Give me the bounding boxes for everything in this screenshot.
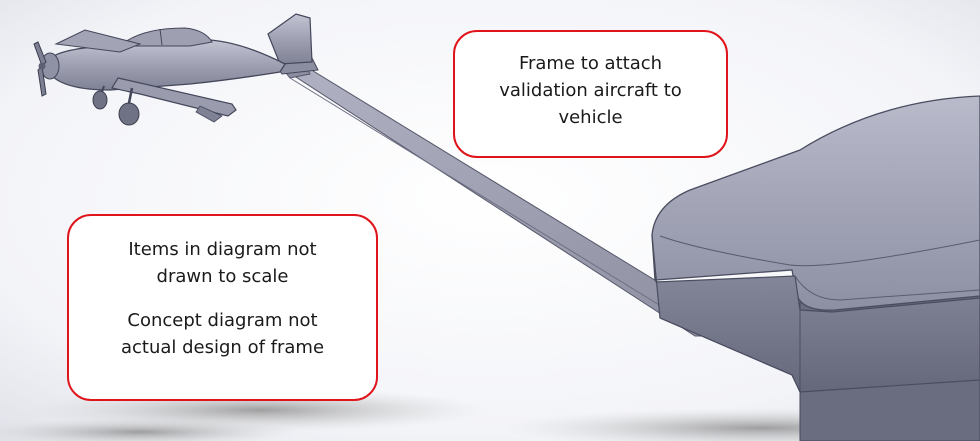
scale-note-line: Items in diagram not: [128, 239, 317, 260]
notes-callout: Items in diagram not drawn to scale Conc…: [67, 214, 378, 401]
scale-note-line: drawn to scale: [156, 266, 289, 287]
frame-callout-line: Frame to attach: [518, 53, 663, 74]
airplane-icon: [33, 13, 319, 126]
frame-callout-line: vehicle: [558, 107, 623, 128]
frame-callout-line: validation aircraft to: [499, 80, 682, 101]
vehicle-icon: [651, 95, 980, 441]
frame-callout: Frame to attach validation aircraft to v…: [453, 30, 728, 158]
concept-note-line: Concept diagram not: [127, 310, 318, 331]
concept-note-line: actual design of frame: [120, 337, 325, 358]
